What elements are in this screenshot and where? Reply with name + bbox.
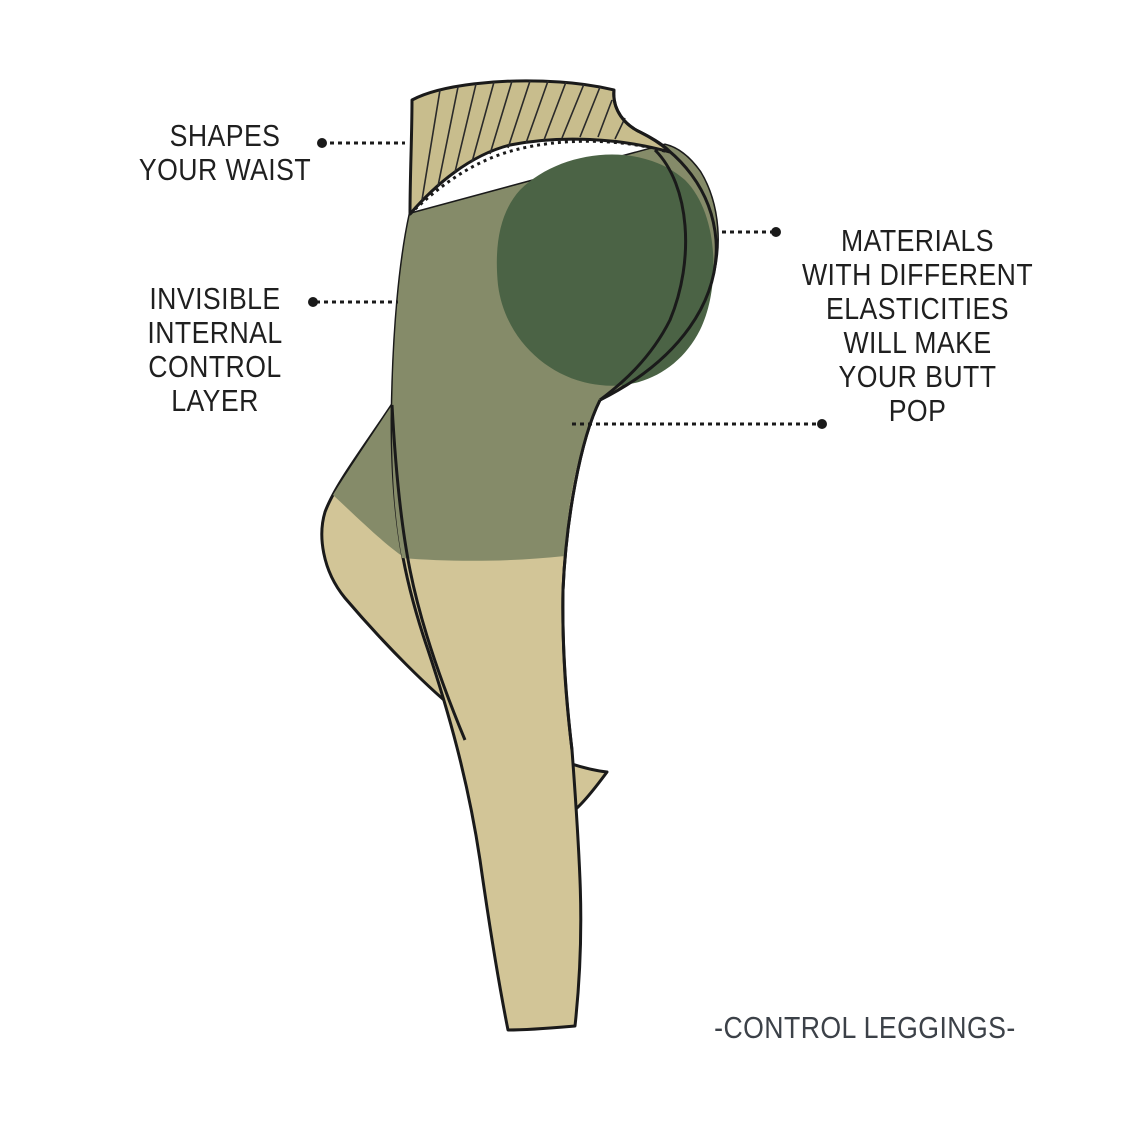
hip-outline — [599, 89, 718, 402]
callout-waist-line-2: YOUR WAIST — [138, 152, 312, 187]
waist-seam — [408, 139, 669, 216]
callout-dots — [308, 138, 827, 429]
callout-materials-line-4: WILL MAKE — [843, 325, 992, 360]
callout-control-line-4: LAYER — [171, 383, 259, 418]
callout-control-layer: INVISIBLE INTERNAL CONTROL LAYER — [129, 282, 301, 418]
callout-materials: MATERIALS WITH DIFFERENT ELASTICITIES WI… — [795, 224, 1040, 428]
butt-panel — [496, 154, 714, 386]
knee-line — [561, 399, 602, 751]
inner-thigh-line — [390, 404, 467, 741]
callout-materials-line-5: YOUR BUTT — [838, 359, 997, 394]
waistband-stripes — [421, 80, 626, 201]
callout-waist: SHAPES YOUR WAIST — [135, 119, 316, 187]
callout-waist-line-1: SHAPES — [169, 118, 281, 153]
callout-control-line-3: CONTROL — [148, 349, 282, 384]
callout-materials-line-3: ELASTICITIES — [826, 291, 1009, 326]
callout-control-line-1: INVISIBLE — [149, 281, 281, 316]
callout-materials-line-2: WITH DIFFERENT — [801, 257, 1034, 292]
callout-materials-line-6: POP — [888, 393, 947, 428]
callout-leaders — [316, 141, 818, 426]
back-leg-control-zone — [333, 405, 410, 560]
butt-crease — [599, 148, 688, 402]
callout-control-line-2: INTERNAL — [147, 315, 283, 350]
callout-materials-line-1: MATERIALS — [841, 223, 994, 258]
diagram-caption: -CONTROL LEGGINGS- — [714, 1010, 1016, 1045]
